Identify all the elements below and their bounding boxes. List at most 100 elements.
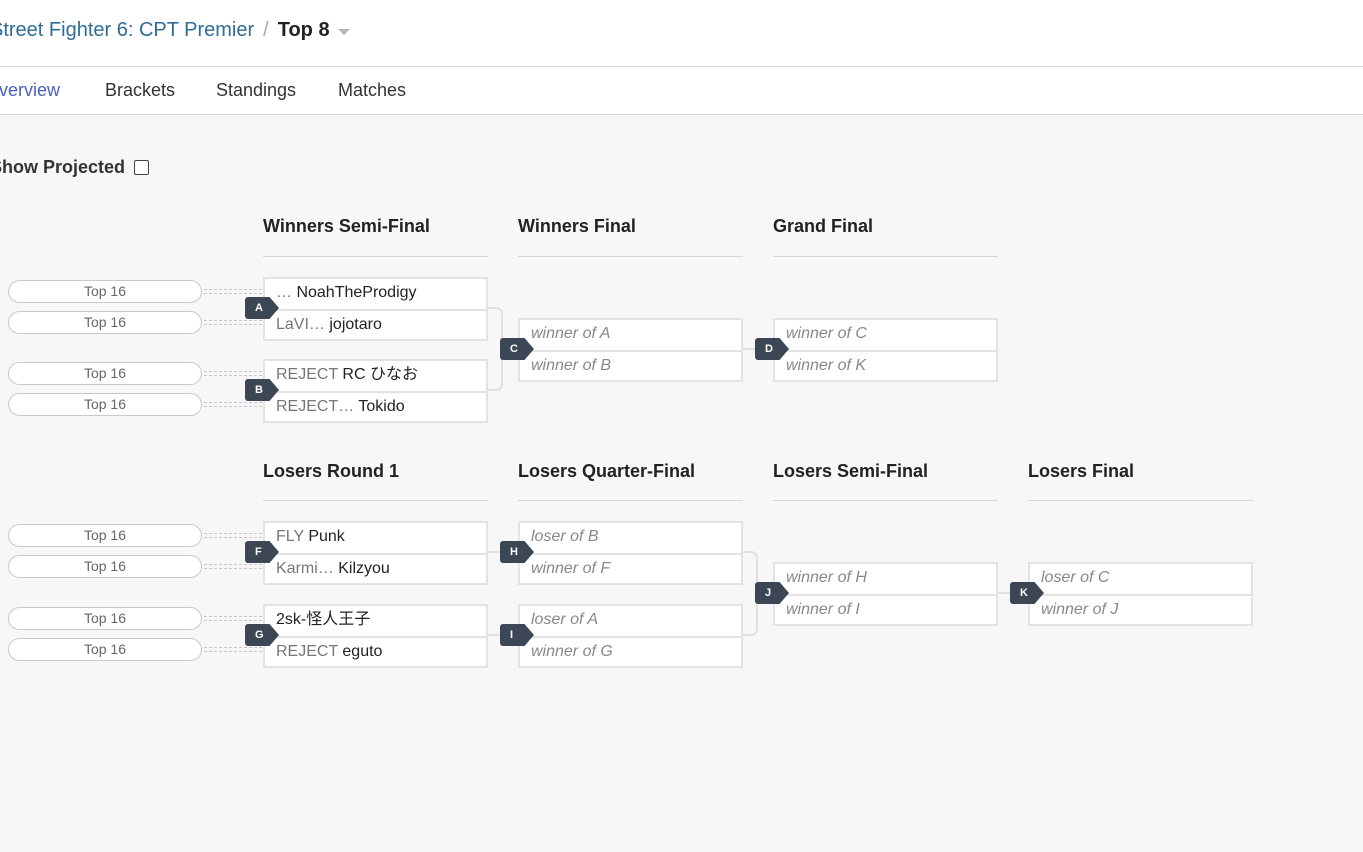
player-name: Punk [308,528,345,545]
match-slot[interactable]: 2sk-怪人王子 [265,606,486,636]
breadcrumb: Street Fighter 6: CPT Premier / Top 8 [0,19,350,42]
match-badge-c[interactable]: C [500,338,534,360]
round-divider [518,256,743,257]
match-slot[interactable]: REJECT RC ひなお [265,361,486,391]
round-divider [263,256,488,257]
player-name: Tokido [358,398,405,415]
match-badge-g[interactable]: G [245,624,279,646]
seed-feeder [204,616,262,621]
seed-pill[interactable]: Top 16 [8,362,202,385]
chevron-down-icon[interactable] [337,29,350,35]
player-prefix: REJECT [276,643,338,660]
player-prefix: LaVI… [276,316,325,333]
match-slot[interactable]: loser of A [531,611,598,628]
seed-pill[interactable]: Top 16 [8,607,202,630]
show-projected-toggle[interactable]: Show Projected [0,157,150,178]
match-slot[interactable]: REJECT eguto [265,636,486,666]
match-card-k[interactable]: loser of C winner of J [1028,562,1253,626]
player-name: NoahTheProdigy [296,284,417,301]
player-name: 2sk-怪人王子 [276,611,371,628]
match-badge-j[interactable]: J [755,582,789,604]
tab-bar: Overview Brackets Standings Matches [0,67,1363,115]
breadcrumb-event-link[interactable]: Street Fighter 6: CPT Premier [0,19,255,41]
seed-feeder [204,647,262,652]
match-slot[interactable]: winner of H [786,569,867,586]
seed-pill[interactable]: Top 16 [8,311,202,334]
match-slot[interactable]: loser of C [1041,569,1110,586]
match-card-b[interactable]: REJECT RC ひなお REJECT… Tokido [263,359,488,423]
match-slot[interactable]: winner of G [520,636,741,666]
show-projected-label: Show Projected [0,157,126,177]
breadcrumb-separator: / [263,19,269,41]
show-projected-checkbox[interactable] [134,160,150,175]
match-slot[interactable]: … NoahTheProdigy [265,279,486,309]
match-card-i[interactable]: loser of A winner of G [518,604,743,668]
player-name: eguto [342,643,383,660]
match-badge-f[interactable]: F [245,541,279,563]
player-prefix: Karmi… [276,560,334,577]
match-badge-k[interactable]: K [1010,582,1044,604]
seed-pill[interactable]: Top 16 [8,555,202,578]
round-divider [518,500,743,501]
match-slot[interactable]: Karmi… Kilzyou [265,553,486,583]
match-card-j[interactable]: winner of H winner of I [773,562,998,626]
match-slot[interactable]: winner of B [520,350,741,380]
round-divider [263,500,488,501]
match-badge-h[interactable]: H [500,541,534,563]
seed-feeder [204,320,262,325]
tab-brackets[interactable]: Brackets [105,80,176,100]
match-slot[interactable]: REJECT… Tokido [265,391,486,421]
seed-feeder [204,371,262,376]
match-card-g[interactable]: 2sk-怪人王子 REJECT eguto [263,604,488,668]
player-name: Kilzyou [338,560,390,577]
match-card-a[interactable]: … NoahTheProdigy LaVI… jojotaro [263,277,488,341]
seed-feeder [204,564,262,569]
player-prefix: … [276,284,292,301]
match-slot[interactable]: winner of F [520,553,741,583]
seed-feeder [204,402,262,407]
match-slot[interactable]: loser of B [531,528,599,545]
seed-pill[interactable]: Top 16 [8,393,202,416]
round-divider [773,500,998,501]
round-title-grand-final: Grand Final [773,216,874,236]
match-badge-a[interactable]: A [245,297,279,319]
match-card-h[interactable]: loser of B winner of F [518,521,743,585]
round-title-losers-sf: Losers Semi-Final [773,461,929,481]
match-badge-d[interactable]: D [755,338,789,360]
match-slot[interactable]: FLY Punk [265,523,486,553]
round-title-losers-final: Losers Final [1028,461,1135,481]
round-divider [773,256,998,257]
match-card-f[interactable]: FLY Punk Karmi… Kilzyou [263,521,488,585]
match-slot[interactable]: LaVI… jojotaro [265,309,486,339]
match-slot[interactable]: winner of C [786,325,867,342]
match-badge-b[interactable]: B [245,379,279,401]
seed-feeder [204,533,262,538]
match-card-d[interactable]: winner of C winner of K [773,318,998,382]
player-prefix: REJECT [276,366,338,383]
round-title-losers-r1: Losers Round 1 [263,461,400,481]
tab-overview[interactable]: Overview [0,80,61,100]
match-badge-i[interactable]: I [500,624,534,646]
seed-pill[interactable]: Top 16 [8,524,202,547]
phase-selector[interactable]: Top 8 [277,19,330,41]
match-slot[interactable]: winner of J [1030,594,1251,624]
tab-matches[interactable]: Matches [338,80,407,100]
player-prefix: REJECT… [276,398,355,415]
round-title-losers-qf: Losers Quarter-Final [518,461,696,481]
seed-pill[interactable]: Top 16 [8,638,202,661]
match-slot[interactable]: winner of A [531,325,611,342]
round-title-winners-final: Winners Final [518,216,636,236]
tab-standings[interactable]: Standings [216,80,297,100]
match-slot[interactable]: winner of K [775,350,996,380]
seed-feeder [204,289,262,294]
match-slot[interactable]: winner of I [775,594,996,624]
round-divider [1028,500,1253,501]
player-prefix: FLY [276,528,304,545]
round-title-winners-semi: Winners Semi-Final [263,216,430,236]
match-card-c[interactable]: winner of A winner of B [518,318,743,382]
page-header: Street Fighter 6: CPT Premier / Top 8 [0,0,1363,67]
player-name: jojotaro [329,316,382,333]
seed-pill[interactable]: Top 16 [8,280,202,303]
player-name: RC ひなお [342,366,418,383]
